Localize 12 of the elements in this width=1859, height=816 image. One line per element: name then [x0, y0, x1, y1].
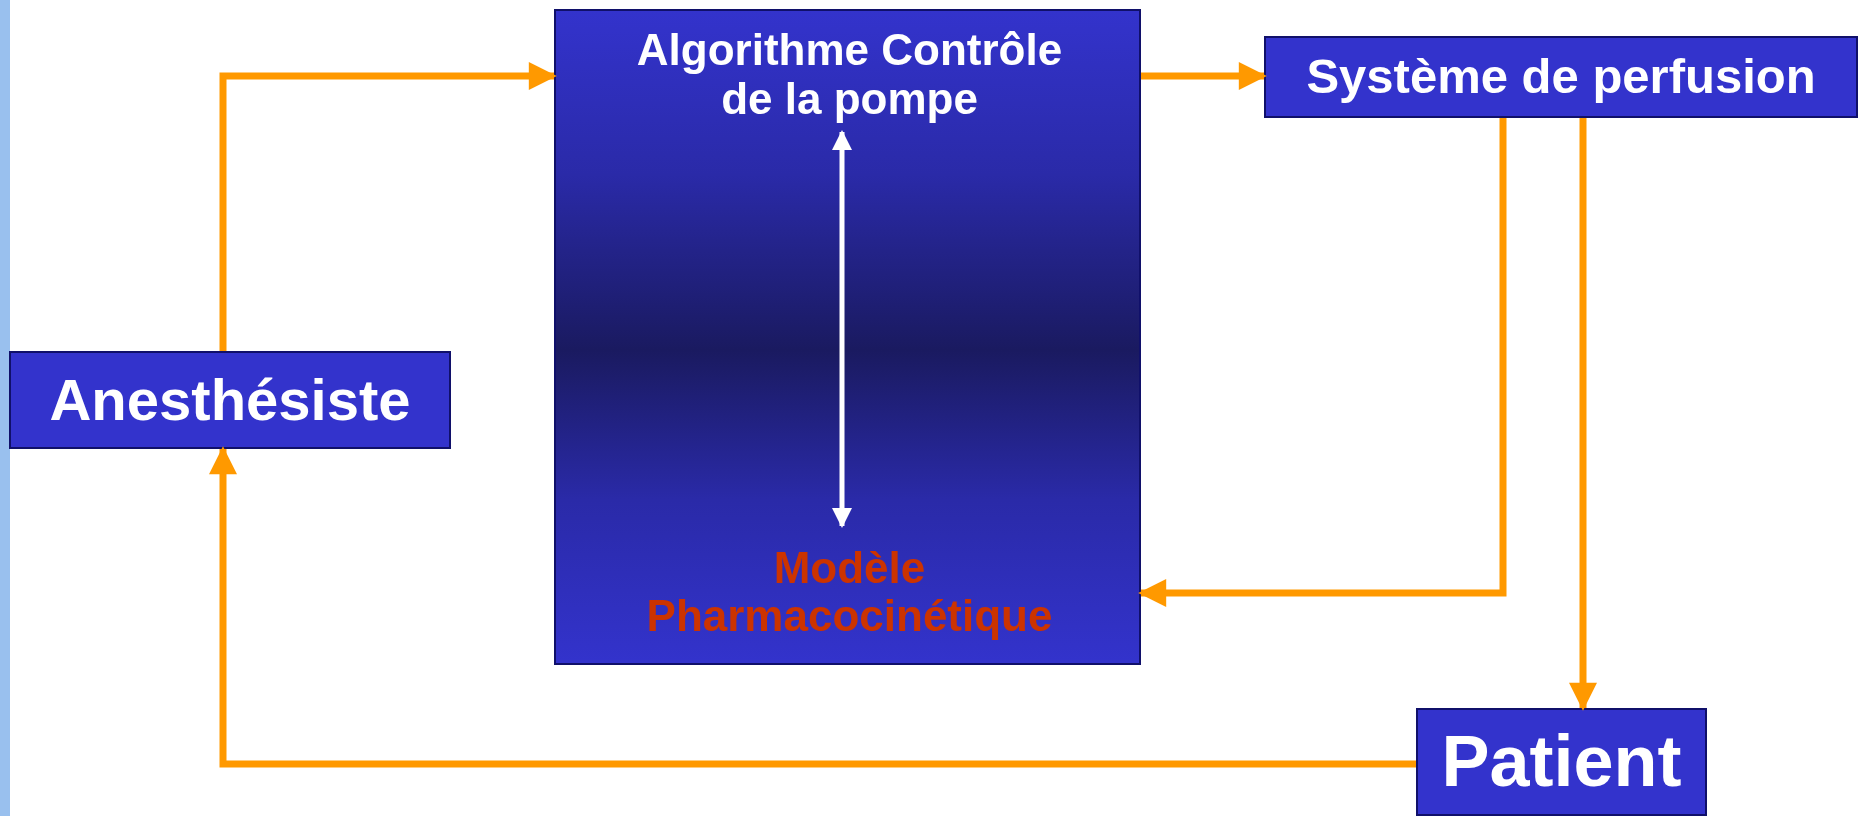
arrow [832, 130, 852, 528]
process-panel [554, 9, 1141, 665]
arrow [1569, 118, 1597, 711]
person-box: Anesthésiste [9, 351, 451, 449]
model-heading: Modèle Pharmacocinétique [645, 543, 1054, 641]
system-box: Système de perfusion [1264, 36, 1858, 118]
arrow [209, 446, 1416, 768]
arrow [1138, 118, 1507, 607]
arrow [1141, 62, 1267, 90]
heading: Algorithme Contrôle de la pompe [635, 26, 1064, 123]
patient-box: Patient [1416, 708, 1707, 816]
arrow [219, 62, 557, 351]
